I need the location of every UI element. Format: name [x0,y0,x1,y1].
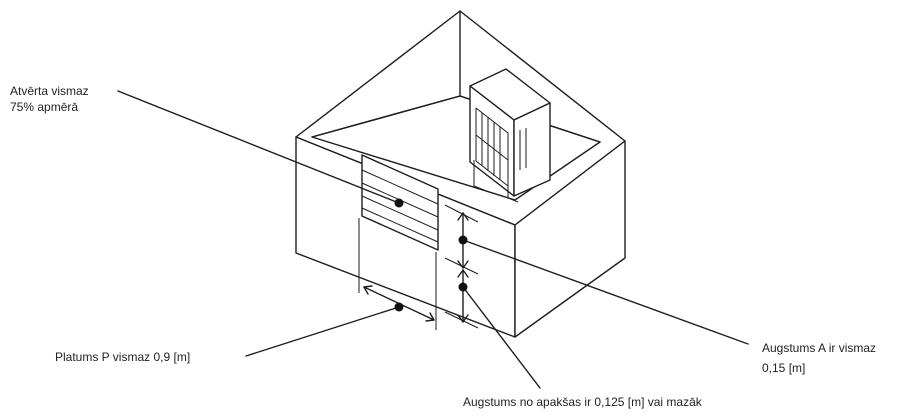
dot-heightA [458,235,468,245]
dot-bottom [458,282,468,292]
leader-bottom [462,286,541,389]
unit-foot-right [507,180,519,203]
label-height-a: Augstums A ir vismaz 0,15 [m] [762,338,876,378]
outdoor-unit [469,68,551,203]
leader-heightA [462,239,749,345]
label-width: Platums P vismaz 0,9 [m] [55,350,191,364]
leader-opening [117,90,400,204]
right-wall [514,140,626,338]
unit-foot-left [473,160,485,191]
callout-leaders [117,90,749,389]
label-height-a-line2: 0,15 [m] [762,361,806,375]
label-opening-line2: 75% apmērā [10,100,79,114]
back-left-floor-edge [311,95,461,138]
height-dimensions [444,204,479,329]
callout-dots [394,198,468,312]
label-height-a-line1: Augstums A ir vismaz [762,341,877,355]
label-bottom-height: Augstums no apakšas ir 0,125 [m] vai maz… [463,395,702,409]
leader-width [245,306,400,357]
unit-side [513,102,551,197]
label-opening-line1: Atvērta vismaz [10,84,89,98]
dot-width [394,302,404,312]
dot-opening [394,198,404,208]
label-opening: Atvērta vismaz 75% apmērā [10,83,89,115]
